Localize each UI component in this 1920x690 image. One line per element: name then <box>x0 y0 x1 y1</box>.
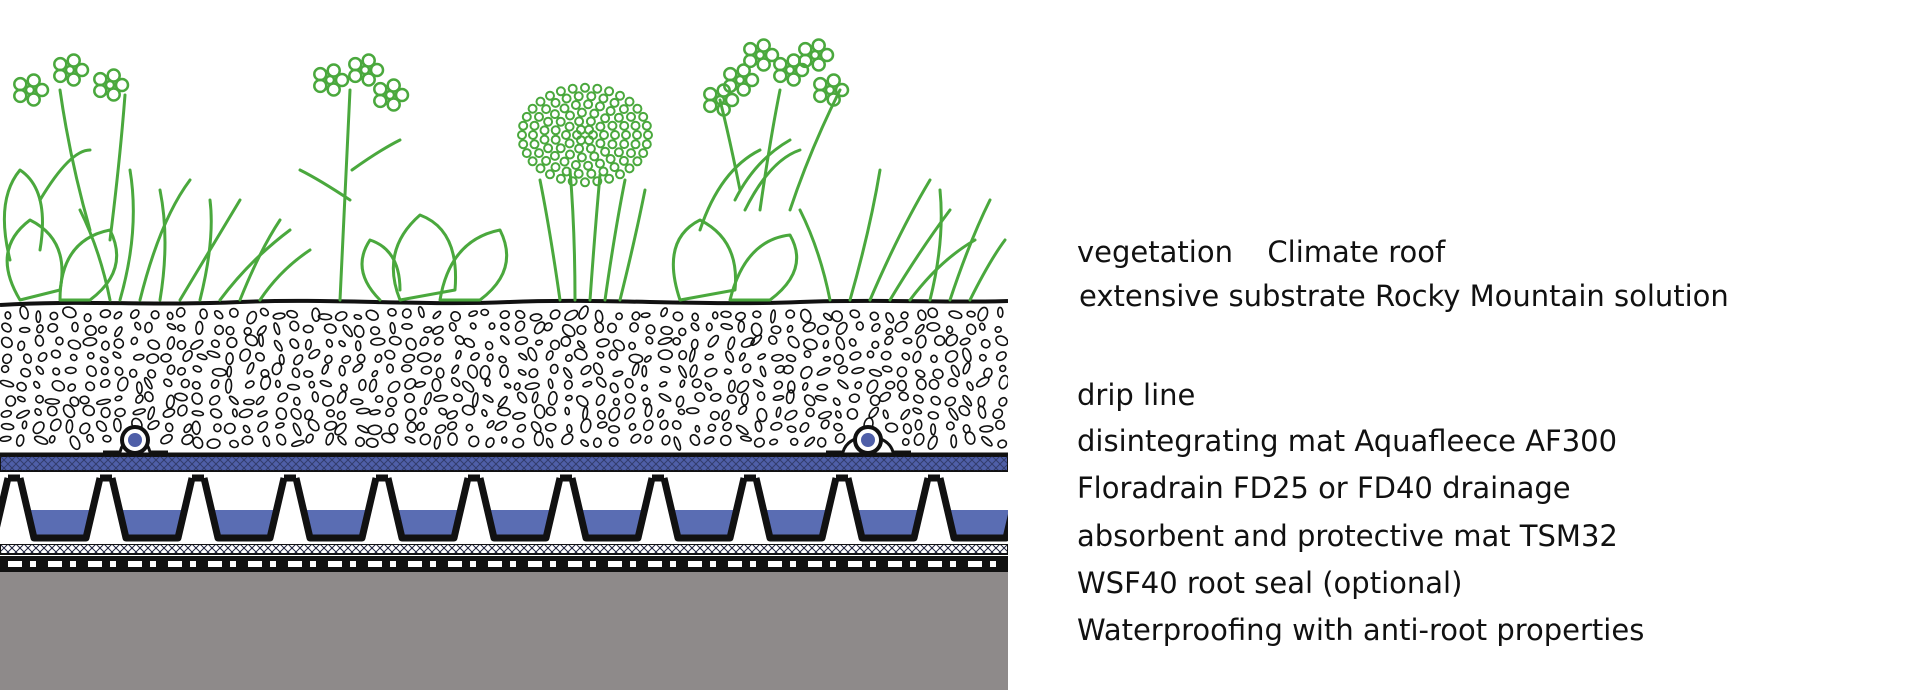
legend-root-seal: WSF40 root seal (optional) <box>1077 566 1463 600</box>
legend-drainage: Floradrain FD25 or FD40 drainage <box>1077 471 1571 505</box>
grass-clump <box>78 168 312 302</box>
ground-line <box>0 298 1008 307</box>
leafy-plant <box>2 148 119 302</box>
legend-protective-mat: absorbent and protective mat TSM32 <box>1077 519 1618 553</box>
legend-climate-roof-label: Climate roof <box>1267 235 1446 269</box>
concrete-base <box>0 572 1008 690</box>
drip-line <box>103 425 168 455</box>
legend-disintegrating-mat: disintegrating mat Aquafleece AF300 <box>1077 424 1618 458</box>
allium-head <box>517 82 653 188</box>
leafy-plant <box>671 138 802 302</box>
grass-clump <box>798 168 1007 302</box>
drainage-layer <box>0 471 1008 544</box>
allium-plant <box>538 168 647 302</box>
substrate-layer <box>0 302 1008 456</box>
fleece-mat-layer <box>0 455 1008 472</box>
leafy-plant <box>360 213 509 302</box>
green-roof-cross-section <box>0 38 1008 690</box>
legend-substrate: extensive substrate Rocky Mountain solut… <box>1079 279 1729 313</box>
legend-vegetation-label: vegetation <box>1077 235 1233 269</box>
legend-vegetation: vegetation Climate roof <box>1077 235 1445 269</box>
protective-mat-layer <box>0 543 1008 555</box>
legend-drip-line: drip line <box>1077 378 1196 412</box>
legend-waterproofing: Waterproofing with anti-root properties <box>1077 613 1645 647</box>
flower-heads <box>13 38 850 117</box>
flower-stems <box>58 88 842 302</box>
waterproofing-layer <box>0 556 1008 572</box>
vegetation-layer <box>2 88 1007 302</box>
layer-legend: vegetation Climate roof extensive substr… <box>1077 0 1897 690</box>
drip-line <box>826 425 911 455</box>
